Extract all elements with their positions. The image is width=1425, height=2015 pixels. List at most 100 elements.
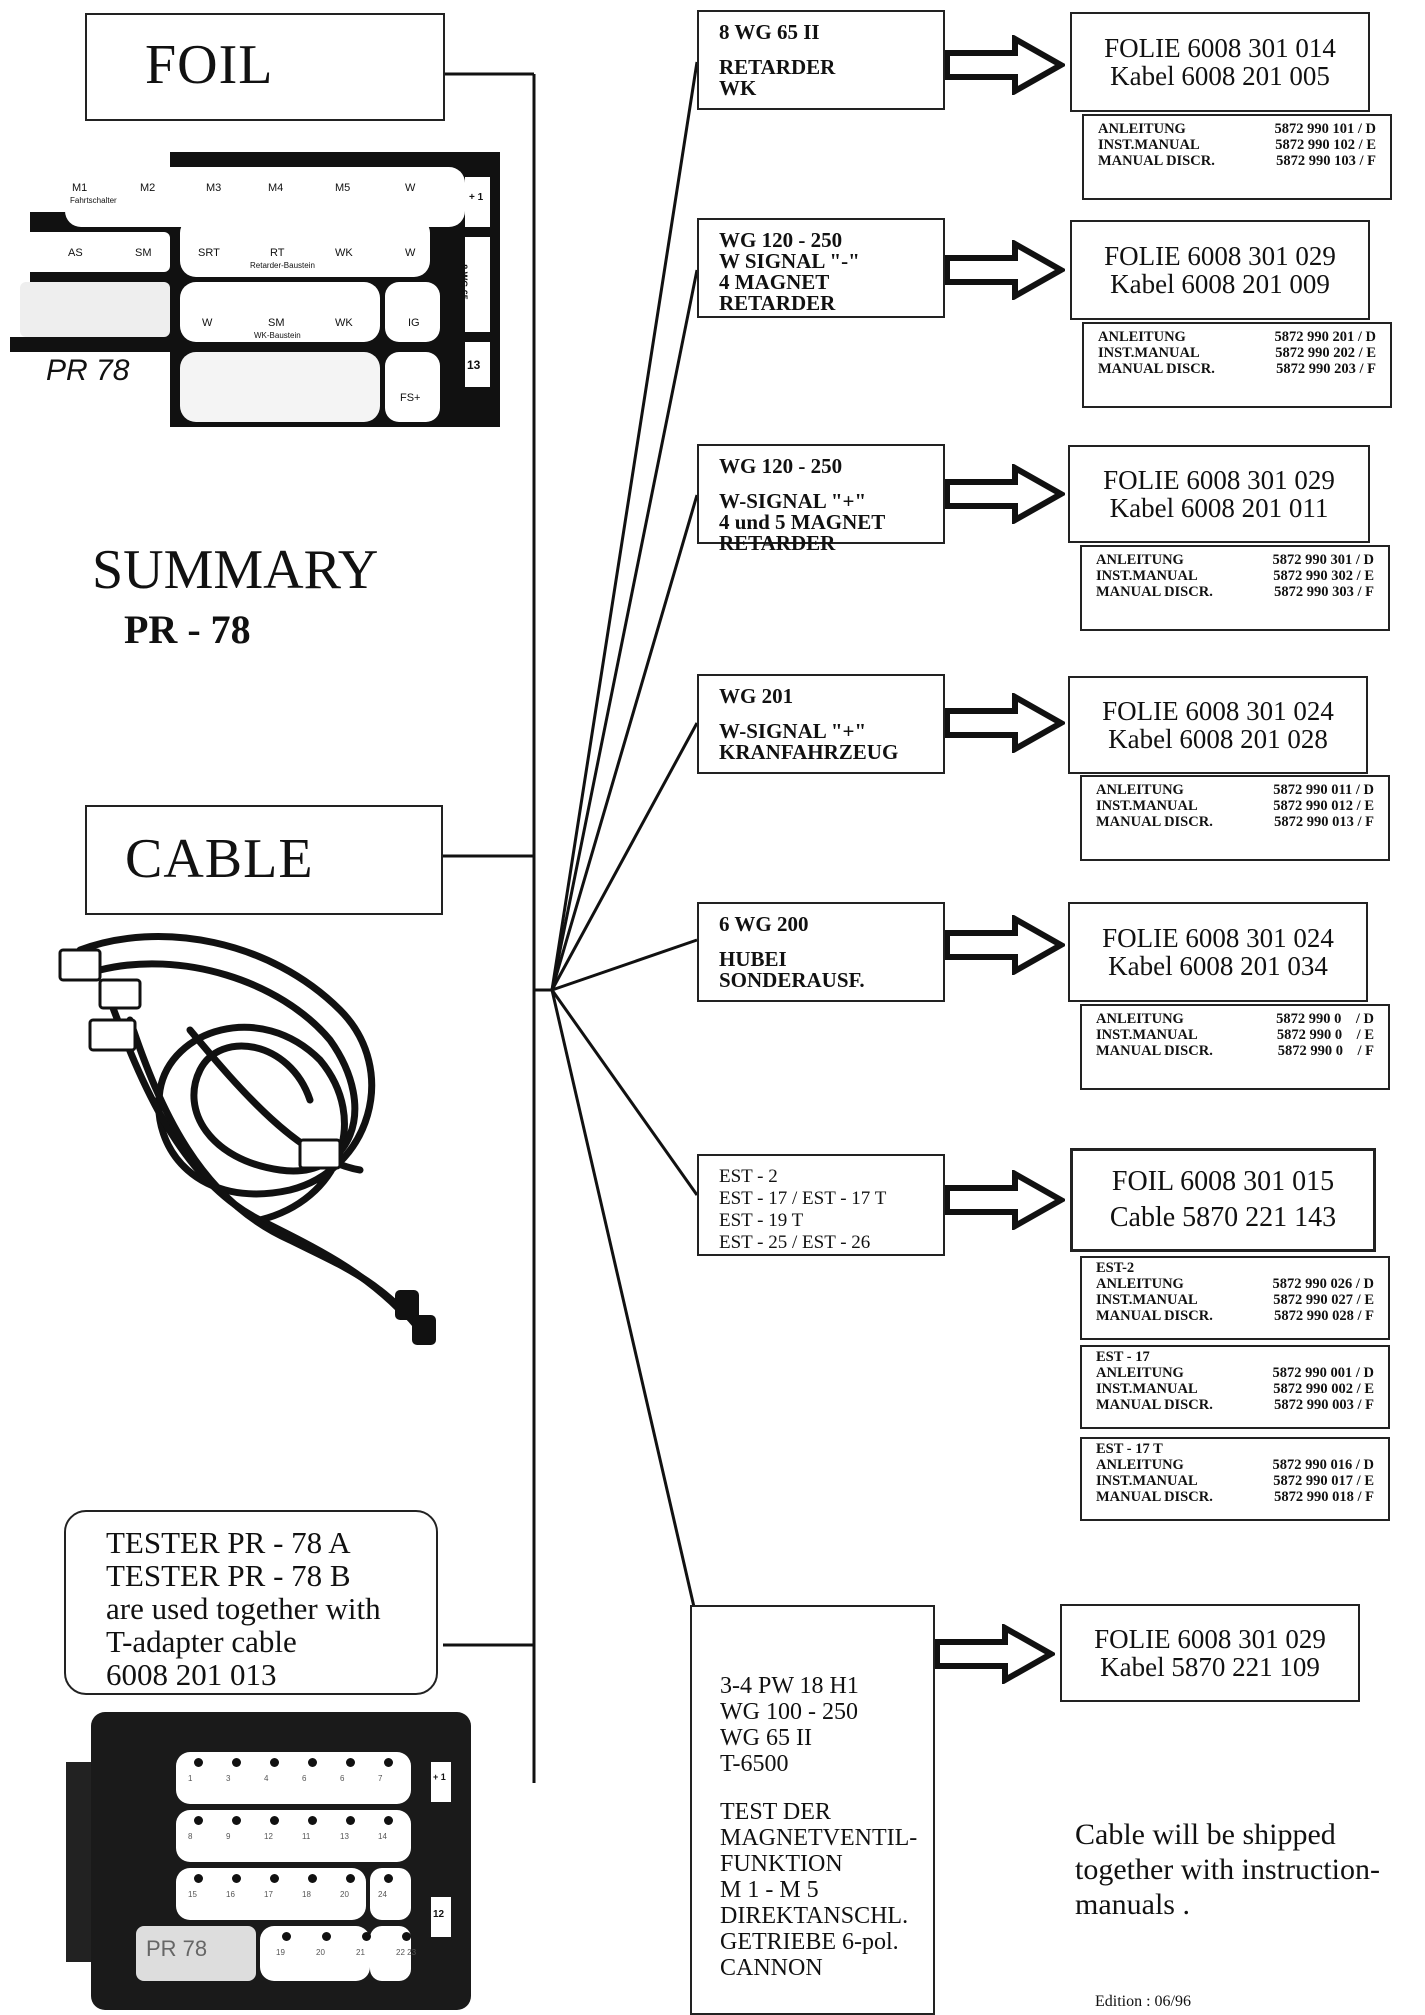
summary-subtitle: PR - 78 [124,606,251,653]
doc-box-3: ANLEITUNG5872 990 301 / D INST.MANUAL587… [1080,545,1390,631]
doc-2-row-2-label: INST.MANUAL [1098,345,1200,361]
tester-pin-socket [384,1816,393,1825]
variant-7-line-12: CANNON [720,1955,905,1981]
doc-row: ANLEITUNG 5872 990 201 / D [1098,329,1376,345]
doc-row: ANLEITUNG5872 990 011 / D [1096,782,1374,798]
tester-pin-socket [194,1816,203,1825]
doc-2-row-3-label: MANUAL DISCR. [1098,361,1215,377]
doc-2-row-3-number: 5872 990 203 / F [1276,361,1376,377]
variant-1-line-4: WK [719,78,923,99]
foil-label: FOIL [145,33,273,97]
foil-key-m1: M1 [72,182,87,194]
result-5-foil: FOLIE 6008 301 024 [1102,924,1334,952]
tester-pin-socket [322,1932,331,1941]
variant-6-line-3: EST - 19 T [719,1210,923,1232]
arrow-icon-2 [945,240,1065,300]
note-line-2: together with instruction- [1075,1852,1380,1887]
doc-5-row-1-label: ANLEITUNG [1096,1011,1184,1027]
doc-row: INST.MANUAL5872 990 302 / E [1096,568,1374,584]
tester-pin-label: 6 [302,1774,306,1783]
foil-key-wk1: WK [335,247,353,259]
variant-2-line-4: RETARDER [719,293,923,314]
tester-pin-label: 8 [188,1832,192,1841]
tester-pin-socket [194,1758,203,1767]
result-5-cable: Kabel 6008 201 034 [1108,952,1328,980]
arrow-icon-1 [945,35,1065,95]
doc-2-row-1-number: 5872 990 201 / D [1275,329,1377,345]
result-1-cable: Kabel 6008 201 005 [1110,62,1330,90]
tester-pin-socket [346,1816,355,1825]
variant-1-line-3: RETARDER [719,57,923,78]
result-box-1: FOLIE 6008 301 014 Kabel 6008 201 005 [1070,12,1370,112]
foil-key-m4: M4 [268,182,283,194]
cable-harness-image [40,920,480,1350]
tester-pin-label: 13 [340,1832,349,1841]
doc-4-row-3-number: 5872 990 013 / F [1274,814,1374,830]
tester-pin-socket [194,1874,203,1883]
doc-8-row-2-number: 5872 990 017 / E [1273,1473,1374,1489]
doc-4-row-1-number: 5872 990 011 / D [1273,782,1374,798]
doc-4-row-3-label: MANUAL DISCR. [1096,814,1213,830]
tester-pin-label: 11 [302,1832,310,1841]
variant-6-line-2: EST - 17 / EST - 17 T [719,1188,923,1210]
doc-box-8: EST - 17 T ANLEITUNG5872 990 016 / D INS… [1080,1437,1390,1521]
summary-title: SUMMARY [92,538,378,602]
foil-key-rt: RT [270,247,284,259]
foil-key-fs: FS+ [400,392,420,404]
shipping-note: Cable will be shipped together with inst… [1075,1817,1380,1922]
tester-pin-socket [232,1816,241,1825]
variant-box-1: 8 WG 65 II RETARDER WK [697,10,945,110]
doc-5-row-3-label: MANUAL DISCR. [1096,1043,1213,1059]
foil-side-mid: 8 WG 65 [459,264,469,300]
tester-pin-socket [282,1932,291,1941]
doc-6-row-1-number: 5872 990 026 / D [1273,1276,1375,1292]
doc-8-row-2-label: INST.MANUAL [1096,1473,1198,1489]
tester-pin-label: 19 [276,1948,285,1957]
foil-label-box: FOIL [85,13,445,121]
tester-side-bot: 12 [433,1909,444,1920]
variant-7-line-1: 3-4 PW 18 H1 [720,1673,905,1699]
foil-key-wk2: WK [335,317,353,329]
doc-1-row-2-label: INST.MANUAL [1098,137,1200,153]
result-7-cable: Kabel 5870 221 109 [1100,1653,1320,1681]
tester-brand: PR 78 [146,1936,207,1962]
result-1-foil: FOLIE 6008 301 014 [1104,34,1336,62]
tester-pin-label: 24 [378,1890,387,1899]
doc-6-row-1-label: ANLEITUNG [1096,1276,1184,1292]
fan-line-2 [552,270,697,990]
fan-line-6 [552,990,697,1195]
tester-pin-socket [384,1874,393,1883]
doc-3-row-1-number: 5872 990 301 / D [1273,552,1375,568]
result-4-cable: Kabel 6008 201 028 [1108,725,1328,753]
foil-key-sm: SM [135,247,152,259]
foil-key-as: AS [68,247,83,259]
doc-row: MANUAL DISCR. 5872 990 203 / F [1098,361,1376,377]
foil-key-w2: W [405,247,415,259]
arrow-icon-3 [945,464,1065,524]
doc-8-row-1-number: 5872 990 016 / D [1273,1457,1375,1473]
doc-7-row-1-label: ANLEITUNG [1096,1365,1184,1381]
tester-pin-socket [308,1758,317,1767]
tester-pin-socket [232,1758,241,1767]
tester-pin-label: 16 [226,1890,235,1899]
doc-row: INST.MANUAL5872 990 012 / E [1096,798,1374,814]
result-box-7: FOLIE 6008 301 029 Kabel 5870 221 109 [1060,1604,1360,1702]
doc-2-row-1-label: ANLEITUNG [1098,329,1186,345]
note-line-3: manuals . [1075,1887,1380,1922]
foil-row1-sublabel: Fahrtschalter [70,196,117,205]
doc-1-row-3-number: 5872 990 103 / F [1276,153,1376,169]
doc-row: MANUAL DISCR.5872 990 018 / F [1096,1489,1374,1505]
doc-7-row-2-number: 5872 990 002 / E [1273,1381,1374,1397]
variant-4-line-1: WG 201 [719,686,923,707]
result-4-foil: FOLIE 6008 301 024 [1102,697,1334,725]
tester-line-4: T-adapter cable [106,1625,396,1658]
variant-box-5: 6 WG 200 HUBEI SONDERAUSF. [697,902,945,1002]
tester-line-1: TESTER PR - 78 A [106,1526,396,1559]
